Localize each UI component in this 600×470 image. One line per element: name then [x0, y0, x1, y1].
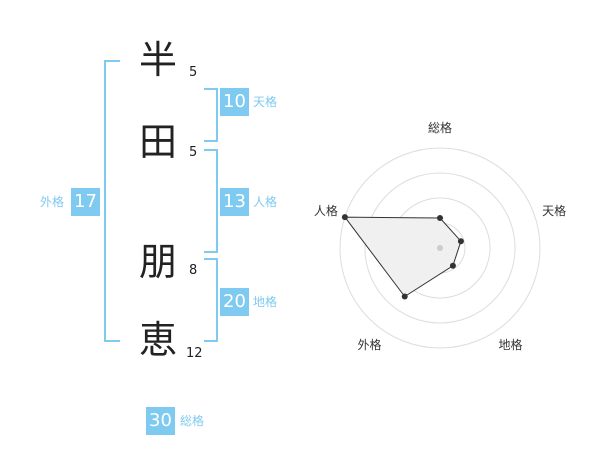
- jinkaku-bracket: [204, 149, 218, 253]
- radar-point: [401, 293, 408, 300]
- soukaku-value: 30: [146, 407, 175, 435]
- radar-axis-label: 人格: [314, 203, 338, 218]
- name-char-4: 恵: [138, 318, 177, 362]
- radar-point: [449, 262, 456, 269]
- radar-axis-label: 外格: [357, 337, 381, 352]
- radar-ring: [364, 172, 516, 324]
- radar-point: [457, 238, 464, 245]
- gaikaku-bracket: [104, 60, 120, 342]
- radar-ring: [339, 147, 541, 349]
- gaikaku-label: 外格: [40, 195, 65, 209]
- radar-axis-label: 天格: [542, 203, 566, 218]
- gaikaku-value: 17: [71, 188, 100, 216]
- radar-center-dot: [437, 245, 443, 251]
- name-char-3: 朋: [138, 240, 177, 284]
- radar-point: [437, 215, 443, 221]
- chikaku-bracket: [204, 258, 218, 342]
- soukaku-label: 総格: [180, 414, 205, 428]
- name-char-2: 田: [138, 120, 177, 164]
- radar-point: [341, 214, 348, 221]
- jinkaku-label: 人格: [253, 195, 278, 209]
- tenkaku-label: 天格: [253, 95, 278, 109]
- tenkaku-bracket: [204, 88, 218, 142]
- name-char-1: 半: [138, 38, 177, 82]
- stroke-count-3: 8: [189, 263, 198, 278]
- jinkaku-value: 13: [220, 188, 249, 216]
- radar-polygon: [343, 216, 462, 298]
- radar-axis-label: 地格: [499, 337, 523, 352]
- stroke-count-2: 5: [189, 145, 198, 160]
- chikaku-label: 地格: [253, 295, 278, 309]
- tenkaku-value: 10: [220, 88, 249, 116]
- chikaku-value: 20: [220, 288, 249, 316]
- stroke-count-1: 5: [189, 65, 198, 80]
- radar-axis-label: 総格: [428, 120, 452, 135]
- stroke-count-4: 12: [186, 346, 203, 361]
